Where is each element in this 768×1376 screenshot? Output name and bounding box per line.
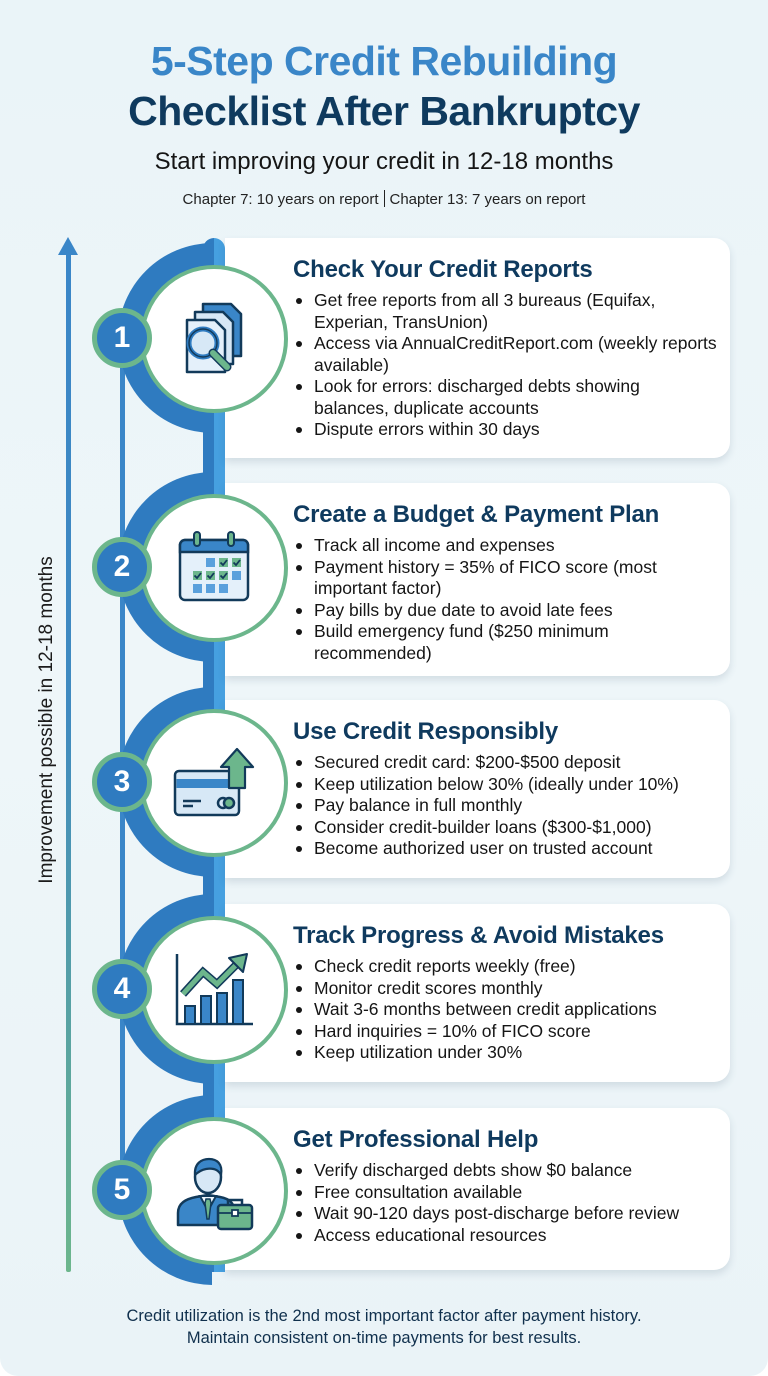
footer-line-1: Credit utilization is the 2nd most impor… [126, 1307, 642, 1325]
title-line-1: 5-Step Credit Rebuilding [150, 38, 618, 84]
bullet-item: Access educational resources [293, 1225, 718, 1247]
chapter-info: Chapter 7: 10 years on report Chapter 13:… [0, 190, 768, 208]
icon-circle [140, 709, 288, 857]
step-title: Get Professional Help [293, 1126, 539, 1153]
step-title: Check Your Credit Reports [293, 256, 593, 283]
bullet-item: Keep utilization below 30% (ideally unde… [293, 774, 718, 796]
bullet-item: Get free reports from all 3 bureaus (Equ… [293, 290, 718, 333]
bullet-item: Verify discharged debts show $0 balance [293, 1160, 718, 1182]
bullet-item: Build emergency fund ($250 minimum recom… [293, 621, 718, 664]
step-card-3: Use Credit Responsibly Secured credit ca… [225, 700, 730, 878]
bullet-item: Dispute errors within 30 days [293, 419, 718, 441]
icon-circle [140, 265, 288, 413]
chapter-7-info: Chapter 7: 10 years on report [182, 191, 379, 208]
step-number-badge: 3 [92, 752, 152, 812]
step-number-badge: 4 [92, 959, 152, 1019]
bullet-item: Track all income and expenses [293, 535, 718, 557]
bullet-item: Monitor credit scores monthly [293, 978, 718, 1000]
bullet-item: Become authorized user on trusted accoun… [293, 838, 718, 860]
bullet-item: Pay balance in full monthly [293, 795, 718, 817]
step-card-4: Track Progress & Avoid Mistakes Check cr… [225, 904, 730, 1082]
growth-chart-icon [175, 953, 253, 1026]
bullet-item: Payment history = 35% of FICO score (mos… [293, 557, 718, 600]
bullet-item: Access via AnnualCreditReport.com (weekl… [293, 333, 718, 376]
icon-circle [140, 1117, 288, 1265]
step-bullets: Verify discharged debts show $0 balance … [293, 1160, 718, 1246]
footer-line-2: Maintain consistent on-time payments for… [186, 1329, 582, 1347]
footer-note: Credit utilization is the 2nd most impor… [0, 1305, 768, 1349]
bullet-item: Consider credit-builder loans ($300-$1,0… [293, 817, 718, 839]
bullet-item: Free consultation available [293, 1182, 718, 1204]
step-number-badge: 1 [92, 308, 152, 368]
step-number-badge: 2 [92, 537, 152, 597]
documents-magnifier-icon [185, 302, 243, 374]
calendar-checklist-icon [178, 531, 250, 602]
step-bullets: Check credit reports weekly (free) Monit… [293, 956, 718, 1064]
title-line-2: Checklist After Bankruptcy [128, 88, 640, 134]
up-arrow-icon [58, 237, 78, 255]
bullet-item: Wait 90-120 days post-discharge before r… [293, 1203, 718, 1225]
subtitle: Start improving your credit in 12-18 mon… [154, 148, 614, 175]
chapter-13-info: Chapter 13: 7 years on report [389, 191, 586, 208]
step-title: Use Credit Responsibly [293, 718, 559, 745]
icon-circle [140, 494, 288, 642]
bullet-item: Wait 3-6 months between credit applicati… [293, 999, 718, 1021]
step-number-badge: 5 [92, 1160, 152, 1220]
progress-axis-line [66, 250, 71, 1272]
bullet-item: Keep utilization under 30% [293, 1042, 718, 1064]
axis-label: Improvement possible in 12-18 months [36, 556, 57, 884]
bullet-item: Hard inquiries = 10% of FICO score [293, 1021, 718, 1043]
step-title: Create a Budget & Payment Plan [293, 501, 660, 528]
divider [383, 190, 385, 207]
credit-card-up-arrow-icon [173, 747, 255, 817]
bullet-item: Check credit reports weekly (free) [293, 956, 718, 978]
step-title: Track Progress & Avoid Mistakes [293, 922, 664, 949]
step-bullets: Secured credit card: $200-$500 deposit K… [293, 752, 718, 860]
bullet-item: Secured credit card: $200-$500 deposit [293, 752, 718, 774]
step-card-1: Check Your Credit Reports Get free repor… [225, 238, 730, 458]
professional-briefcase-icon [176, 1157, 254, 1231]
bullet-item: Pay bills by due date to avoid late fees [293, 600, 718, 622]
step-bullets: Track all income and expenses Payment hi… [293, 535, 718, 664]
step-card-5: Get Professional Help Verify discharged … [225, 1108, 730, 1270]
step-card-2: Create a Budget & Payment Plan Track all… [225, 483, 730, 676]
bullet-item: Look for errors: discharged debts showin… [293, 376, 718, 419]
step-bullets: Get free reports from all 3 bureaus (Equ… [293, 290, 718, 441]
icon-circle [140, 916, 288, 1064]
